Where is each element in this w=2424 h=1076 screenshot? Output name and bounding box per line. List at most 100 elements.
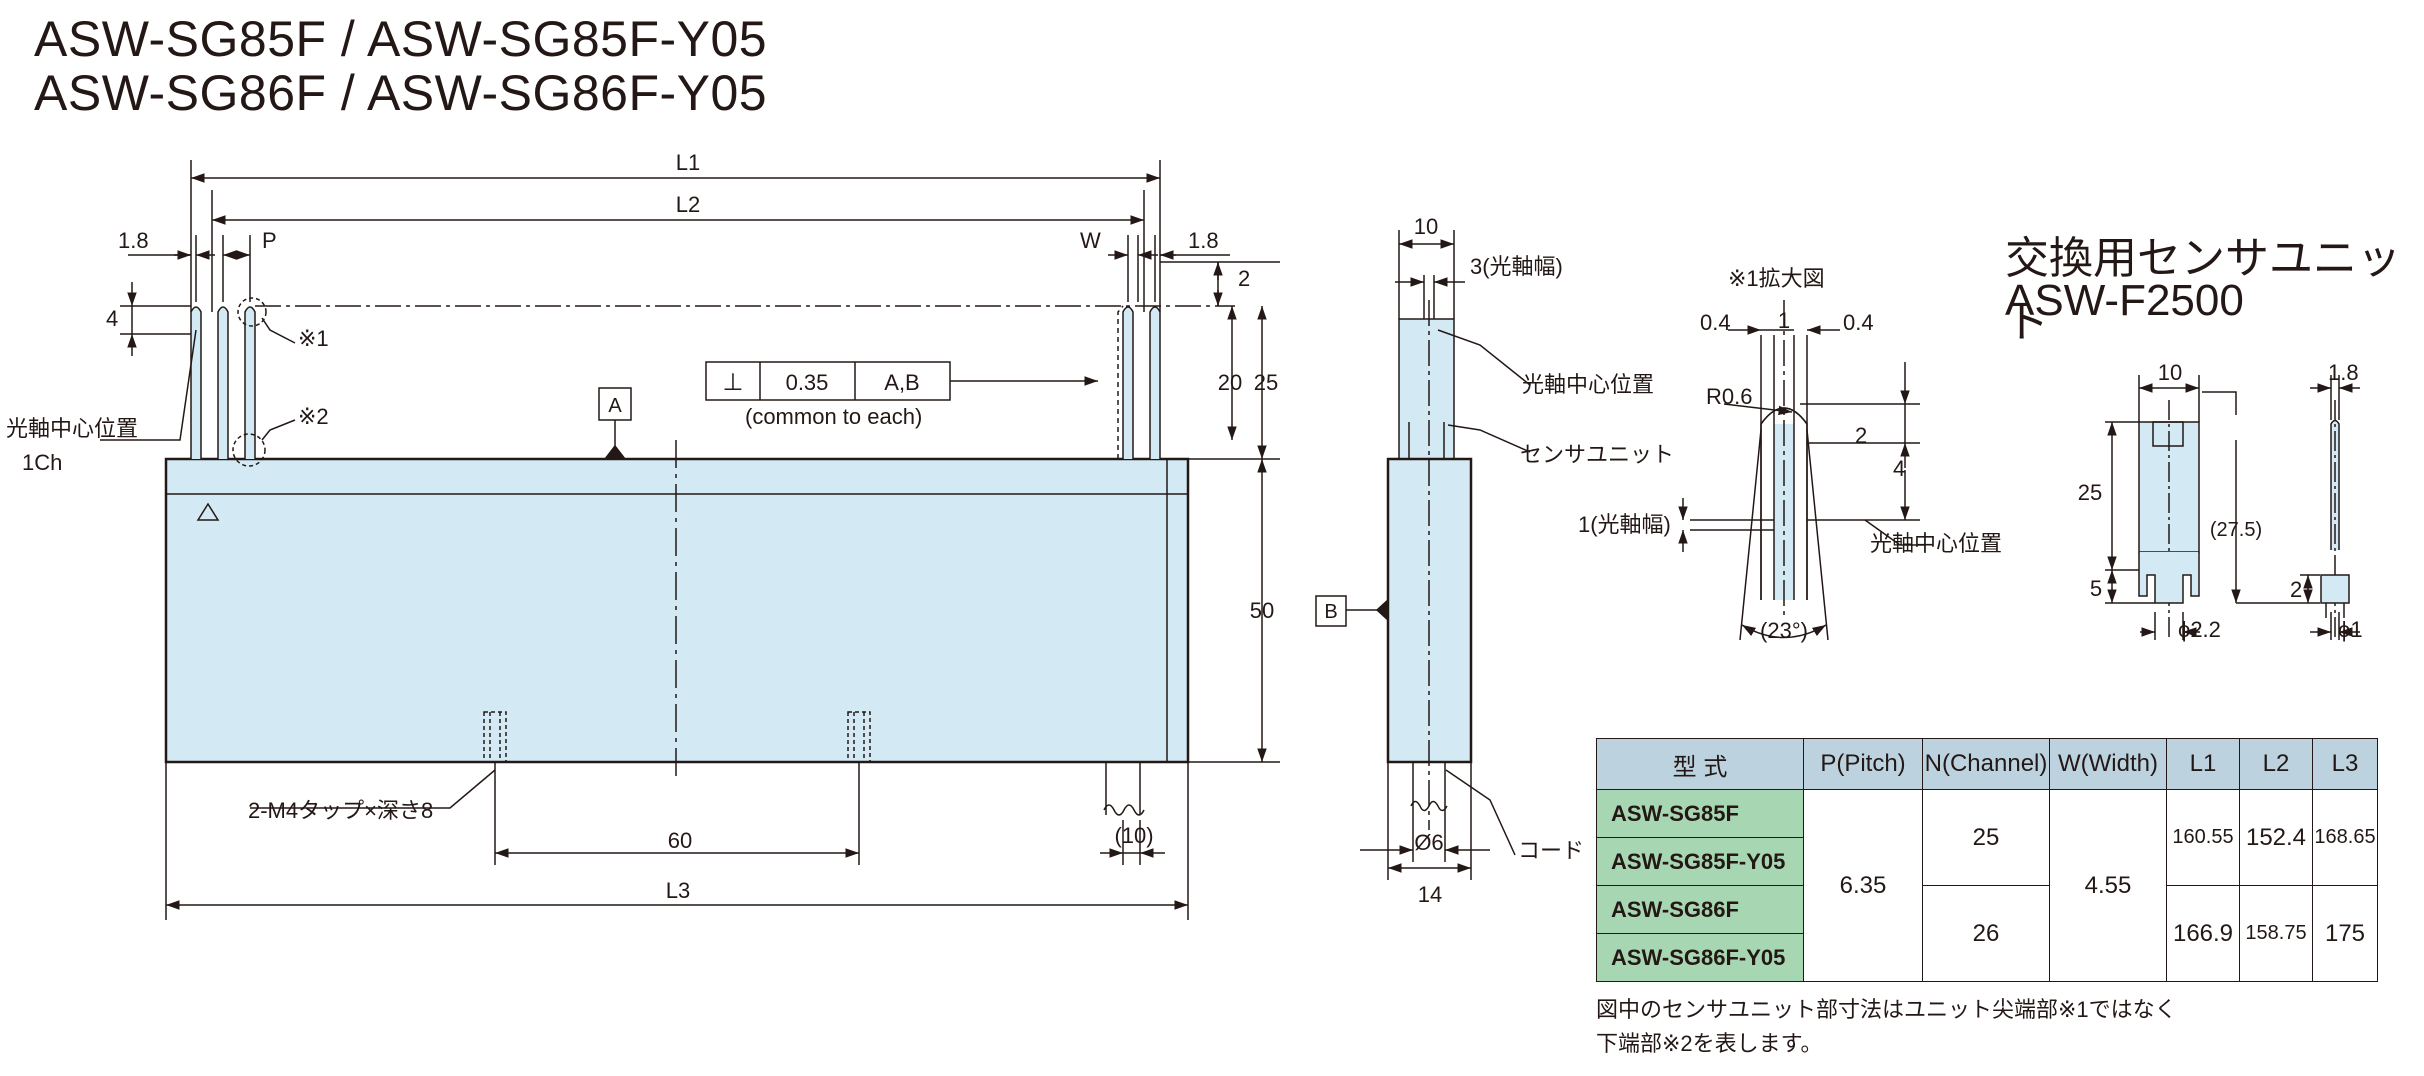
sensor-fin: [217, 306, 229, 459]
sensor-fin: [1149, 306, 1161, 459]
enlarged-view: [1678, 300, 1925, 641]
table-row: ASW-SG86F-Y05: [1596, 933, 2378, 982]
replacement-unit-drawing: [2105, 375, 2360, 640]
sensor-fin: [190, 306, 202, 459]
model-cell: ASW-SG86F-Y05: [1596, 933, 1804, 982]
table-row: ASW-SG85F 6.35 25 4.55 160.55 152.4 168.…: [1596, 789, 2378, 982]
side-optical-center: 光軸中心位置: [1522, 372, 1654, 397]
side-cord: コード: [1518, 838, 1584, 863]
col-pitch: P(Pitch): [1803, 738, 1923, 790]
callout-circle-1: [237, 297, 267, 327]
tap-hole: [847, 711, 871, 763]
dim-2-label: 2: [1238, 266, 1250, 291]
datum-a-label: A: [608, 395, 622, 417]
side-phi6: Ø6: [1414, 830, 1443, 855]
L1-cell: 160.55: [2166, 789, 2240, 886]
L1-cell: 166.9: [2166, 885, 2240, 982]
ru-dim-2: 2: [2290, 577, 2302, 602]
side-sensor-unit: センサユニット: [1520, 442, 1674, 467]
dim-10-label: (10): [1114, 823, 1153, 848]
spec-table: 型 式 P(Pitch) N(Channel) W(Width) L1 L2 L…: [1596, 738, 2378, 982]
dim-1-8-right-label: 1.8: [1188, 228, 1219, 253]
model-cell: ASW-SG86F: [1596, 885, 1804, 934]
front-body: [164, 457, 1190, 764]
callout-circle-2: [232, 433, 266, 467]
datum-b-label: B: [1324, 601, 1337, 623]
dim-50-label: 50: [1250, 598, 1274, 623]
col-width: W(Width): [2049, 738, 2167, 790]
L3-cell: 168.65: [2312, 789, 2378, 886]
front-view: [100, 160, 1280, 920]
enlarged-title: ※1拡大図: [1728, 266, 1825, 291]
col-model: 型 式: [1596, 738, 1804, 790]
ru-dim-5: 5: [2090, 576, 2102, 601]
dim-L2-label: L2: [676, 192, 700, 217]
enlarged-angle: (23°): [1760, 618, 1808, 643]
front-view-text: L1 L2 L3 60 (10) 50 25 20 2 4 1.8 1.8 P …: [6, 150, 1278, 903]
kome1-label: ※1: [298, 326, 329, 351]
tap-label: 2-M4タップ×深さ8: [248, 798, 433, 823]
note-line2: 下端部※2を表します。: [1596, 1031, 1823, 1056]
replacement-unit-model: ASW-F2500: [2005, 276, 2244, 325]
enlarged-dim-0-4-right: 0.4: [1843, 310, 1874, 335]
dim-60-label: 60: [668, 828, 692, 853]
ru-dim-10: 10: [2158, 360, 2182, 385]
table-row: ASW-SG85F-Y05: [1596, 837, 2378, 886]
dim-L1-label: L1: [676, 150, 700, 175]
model-cell: ASW-SG85F: [1596, 789, 1804, 838]
table-row: ASW-SG86F 26 166.9 158.75 175: [1596, 885, 2378, 982]
channel-cell: 26: [1922, 885, 2050, 982]
L3-cell: 175: [2312, 885, 2378, 982]
tolerance-datum: A,B: [884, 370, 919, 395]
tolerance-note: (common to each): [745, 404, 922, 429]
model-cell: ASW-SG85F-Y05: [1596, 837, 1804, 886]
tolerance-value: 0.35: [786, 370, 829, 395]
enlarged-dim-0-4-left: 0.4: [1700, 310, 1731, 335]
dim-1-8-left-label: 1.8: [118, 228, 149, 253]
enlarged-optical-center: 光軸中心位置: [1870, 531, 2002, 556]
dim-25-label: 25: [1254, 370, 1278, 395]
ru-dim-1-8: 1.8: [2328, 360, 2359, 385]
dim-4-label: 4: [106, 306, 118, 331]
replacement-unit-text: 10 1.8 25 5 (27.5) 2 ϕ2.2 ϕ1: [2078, 360, 2363, 642]
col-channel: N(Channel): [1922, 738, 2050, 790]
ru-dim-27-5: (27.5): [2210, 519, 2262, 541]
note-line1: 図中のセンサユニット部寸法はユニット尖端部※1ではなく: [1596, 997, 2177, 1022]
enlarged-dim-4: 4: [1893, 456, 1905, 481]
sensor-fin: [244, 306, 256, 459]
optical-center-label: 光軸中心位置: [6, 416, 138, 441]
L2-cell: 158.75: [2239, 885, 2313, 982]
dim-20-label: 20: [1218, 370, 1242, 395]
dim-P-label: P: [262, 228, 277, 253]
side-view: [1315, 230, 1531, 880]
first-channel-label: 1Ch: [22, 450, 62, 475]
side-dim-3: 3(光軸幅): [1470, 254, 1563, 279]
width-cell: 4.55: [2049, 789, 2167, 982]
kome2-label: ※2: [298, 404, 329, 429]
cord: [1105, 762, 1141, 815]
replacement-unit-title: 交換用センサユニット: [2005, 234, 2401, 347]
enlarged-dim-1: 1: [1778, 308, 1790, 333]
side-view-text: 10 3(光軸幅) 光軸中心位置 センサユニット コード Ø6 14 B: [1324, 214, 1674, 907]
pitch-cell: 6.35: [1803, 789, 1923, 982]
tolerance-symbol: ⊥: [723, 369, 744, 396]
ru-phi1: ϕ1: [2338, 617, 2363, 642]
dim-W-label: W: [1080, 228, 1101, 253]
enlarged-optical-width: 1(光軸幅): [1578, 512, 1671, 537]
product-title-line2: ASW-SG86F / ASW-SG86F-Y05: [34, 65, 768, 121]
product-title-line1: ASW-SG85F / ASW-SG85F-Y05: [34, 11, 768, 67]
table-header-row: 型 式 P(Pitch) N(Channel) W(Width) L1 L2 L…: [1596, 738, 2378, 790]
col-L2: L2: [2239, 738, 2313, 790]
enlarged-dim-2: 2: [1855, 423, 1867, 448]
channel-cell: 25: [1922, 789, 2050, 886]
ru-phi2-2: ϕ2.2: [2178, 617, 2221, 642]
col-L3: L3: [2312, 738, 2378, 790]
enlarged-radius: R0.6: [1706, 384, 1752, 409]
tap-hole: [483, 711, 507, 763]
side-dim-10: 10: [1414, 214, 1438, 239]
ru-dim-25: 25: [2078, 480, 2102, 505]
enlarged-view-text: ※1拡大図 0.4 1 0.4 R0.6 2 4 1(光軸幅) 光軸中心位置 (…: [1578, 266, 2002, 643]
col-L1: L1: [2166, 738, 2240, 790]
sensor-fin: [1122, 306, 1134, 459]
